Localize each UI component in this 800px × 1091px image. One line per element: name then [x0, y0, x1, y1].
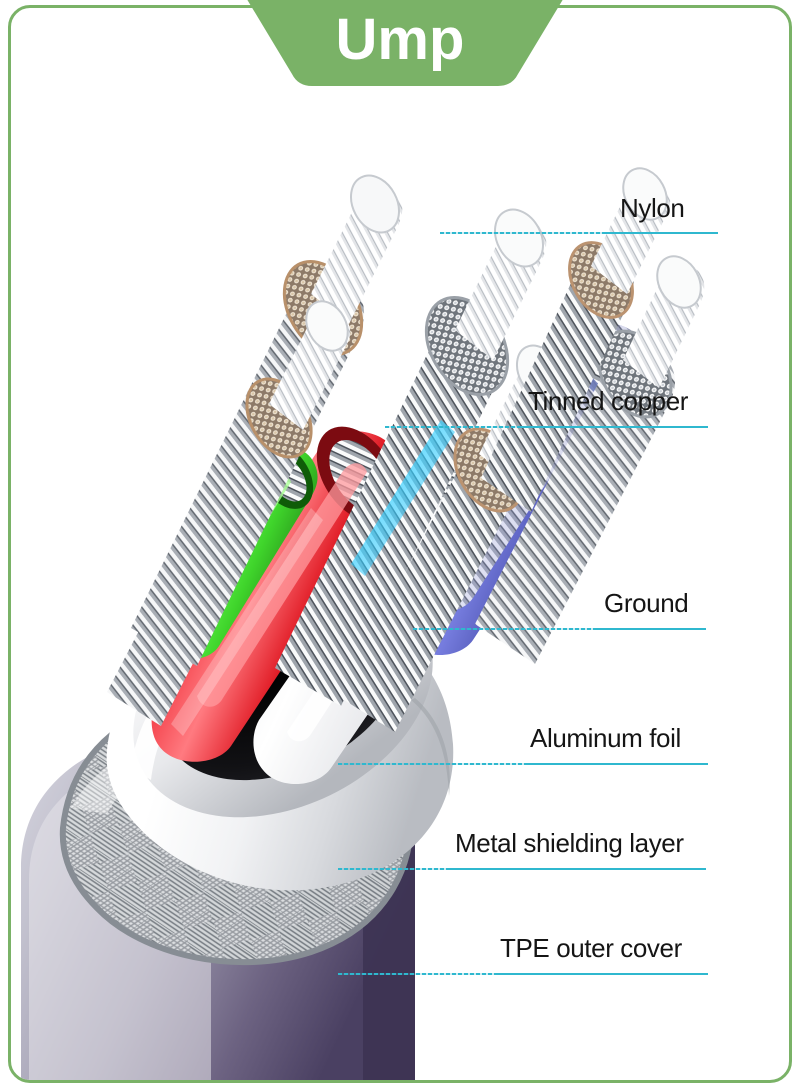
- callout-metal-shield[interactable]: Metal shielding layer: [455, 828, 684, 858]
- cable-cutaway-illustration: [11, 8, 789, 1080]
- callout-label-metal-shield: Metal shielding layer: [455, 828, 684, 858]
- callout-nylon[interactable]: Nylon: [620, 193, 685, 223]
- wire-bundle-right: [475, 255, 705, 664]
- callout-tinned-copper[interactable]: Tinned copper: [528, 386, 689, 416]
- callout-label-tinned-copper: Tinned copper: [528, 386, 689, 416]
- wire-bundle-right-upper: [481, 167, 671, 512]
- callout-label-tpe-cover: TPE outer cover: [500, 933, 682, 963]
- callout-label-aluminum-foil: Aluminum foil: [530, 723, 681, 753]
- wire-bundle-left-mid: [107, 300, 351, 726]
- callout-label-ground: Ground: [604, 588, 689, 618]
- callout-tpe-cover[interactable]: TPE outer cover: [500, 933, 682, 963]
- wire-bundle-center: [275, 208, 547, 706]
- callout-aluminum-foil[interactable]: Aluminum foil: [530, 723, 681, 753]
- callout-label-nylon: Nylon: [620, 193, 685, 223]
- callout-ground[interactable]: Ground: [604, 588, 689, 618]
- red-insulated-wire: [151, 426, 402, 762]
- rounded-green-frame: [8, 5, 792, 1083]
